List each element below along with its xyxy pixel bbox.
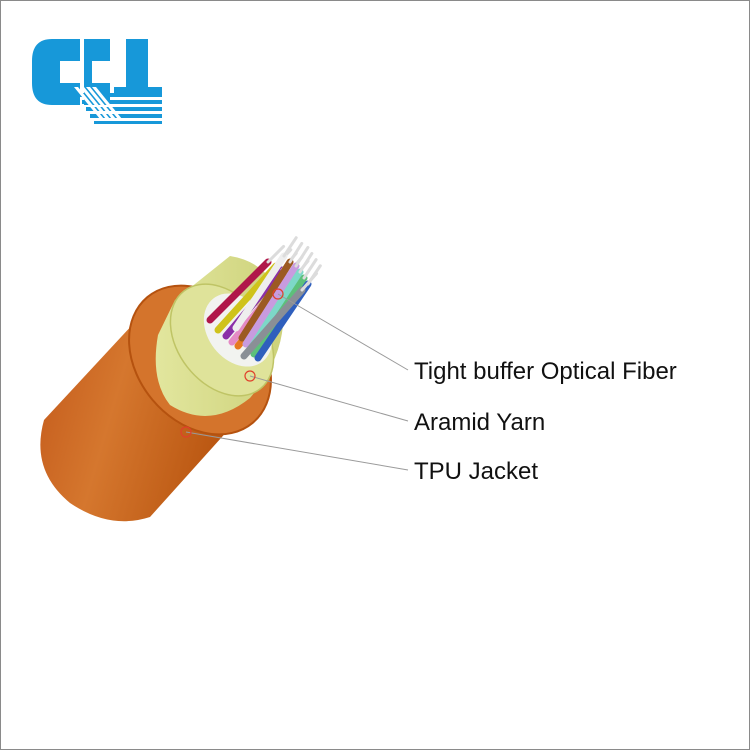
label-tpu-jacket: TPU Jacket: [414, 458, 539, 485]
fiber-tip-white: [282, 236, 298, 258]
fiber-tip-brown: [288, 241, 304, 264]
fiber-tip-green: [302, 258, 318, 280]
company-logo-icon: [32, 39, 162, 124]
fiber-marker: [272, 288, 284, 300]
fiber-tip-lilac: [294, 245, 310, 268]
fiber-tip-slate: [300, 271, 319, 292]
fiber-brown: [238, 258, 294, 342]
label-aramid-yarn: Aramid Yarn: [414, 409, 546, 436]
yarn-marker: [244, 370, 256, 382]
fiber-slate: [240, 286, 306, 360]
label-tight-buffer-fiber: Tight buffer Optical Fiber: [414, 358, 677, 385]
fiber-white: [232, 252, 288, 332]
jacket-marker: [180, 426, 192, 438]
fiber-tip-red: [266, 244, 286, 264]
leader-lines: [185, 293, 409, 471]
fiber-tip-aqua: [298, 251, 314, 274]
optical-fibers: [206, 236, 322, 362]
fiber-lilac: [242, 262, 300, 348]
fiber-red: [206, 258, 272, 324]
